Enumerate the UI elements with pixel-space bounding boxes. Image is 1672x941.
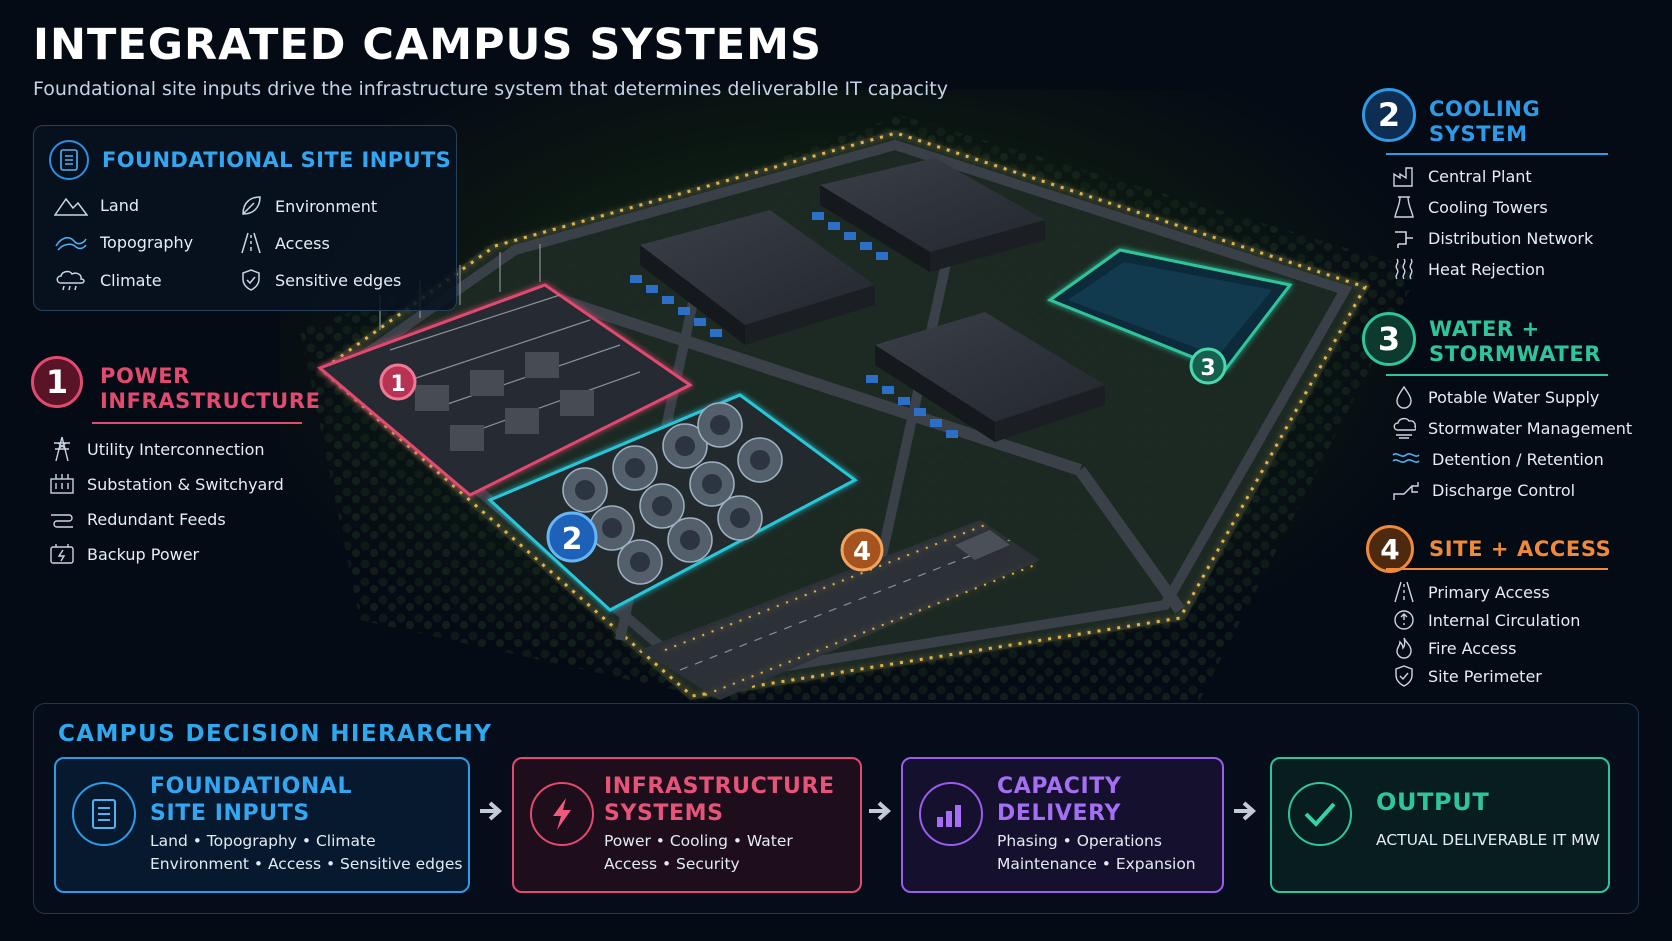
cooling-tower-icon — [1394, 196, 1414, 218]
foundational-inputs-title: FOUNDATIONAL SITE INPUTS — [102, 148, 452, 172]
map-marker-4: 4 — [853, 537, 871, 567]
site-number-badge: 4 — [1366, 525, 1414, 573]
water-item: Detention / Retention — [1392, 447, 1604, 471]
contour-icon — [55, 236, 87, 251]
hierarchy-box-title: CAPACITY DELIVERY — [997, 774, 1122, 826]
checkmark-icon — [1288, 782, 1352, 846]
shield-icon — [242, 269, 260, 291]
arrow-right-icon — [868, 800, 894, 826]
hierarchy-box-line: Maintenance • Expansion — [997, 855, 1196, 873]
power-item: Redundant Feeds — [49, 506, 226, 532]
document-icon — [72, 782, 136, 846]
map-marker-1: 1 — [390, 372, 405, 397]
redundant-feed-icon — [51, 514, 73, 528]
heat-waves-icon — [1395, 258, 1413, 280]
input-item-land: Land — [54, 194, 139, 216]
hierarchy-box-capacity: CAPACITY DELIVERY Phasing • Operations M… — [901, 757, 1224, 893]
page-subtitle: Foundational site inputs drive the infra… — [33, 78, 948, 100]
pipe-network-icon — [1395, 231, 1413, 248]
hierarchy-box-line: Environment • Access • Sensitive edges — [150, 855, 463, 873]
site-item: Primary Access — [1392, 580, 1550, 604]
storm-cloud-icon — [1393, 417, 1416, 439]
fire-icon — [1396, 637, 1412, 659]
site-item: Internal Circulation — [1392, 608, 1580, 632]
shield-icon — [1395, 665, 1413, 687]
input-item-access: Access — [239, 231, 330, 255]
road-icon — [241, 232, 261, 254]
power-item: Backup Power — [49, 541, 199, 567]
site-divider — [1386, 568, 1608, 570]
cloud-rain-icon — [56, 270, 85, 291]
input-item-topography: Topography — [54, 231, 193, 253]
site-item: Site Perimeter — [1392, 664, 1542, 688]
battery-icon — [50, 544, 74, 564]
hierarchy-box-line: Phasing • Operations — [997, 832, 1162, 850]
power-title: POWER INFRASTRUCTURE — [100, 364, 321, 413]
power-number-badge: 1 — [31, 356, 83, 408]
hierarchy-box-title: FOUNDATIONAL SITE INPUTS — [150, 774, 353, 826]
page-title: INTEGRATED CAMPUS SYSTEMS — [33, 20, 822, 70]
water-item: Potable Water Supply — [1392, 385, 1599, 409]
input-item-environment: Environment — [239, 194, 377, 218]
input-label: Land — [100, 195, 140, 215]
input-item-sensitive-edges: Sensitive edges — [239, 268, 401, 292]
site-item: Fire Access — [1392, 636, 1516, 660]
arrow-right-icon — [479, 800, 505, 826]
water-number-badge: 3 — [1362, 312, 1416, 366]
foundational-inputs-panel: FOUNDATIONAL SITE INPUTS Land Topography… — [33, 125, 457, 311]
mountain-icon — [54, 197, 88, 216]
cooling-item: Central Plant — [1392, 164, 1532, 188]
bar-chart-icon — [919, 782, 983, 846]
power-divider — [92, 422, 302, 424]
cooling-divider — [1386, 153, 1608, 155]
map-marker-2: 2 — [562, 522, 583, 557]
plant-icon — [1393, 167, 1413, 187]
cooling-item: Cooling Towers — [1392, 195, 1548, 219]
substation-icon — [50, 474, 74, 494]
water-item: Discharge Control — [1392, 478, 1575, 502]
water-divider — [1386, 374, 1608, 376]
water-item: Stormwater Management — [1392, 416, 1632, 440]
cooling-number-badge: 2 — [1362, 88, 1416, 142]
road-icon — [1394, 581, 1414, 603]
document-icon — [49, 140, 89, 180]
leaf-icon — [242, 196, 261, 215]
hierarchy-box-foundational: FOUNDATIONAL SITE INPUTS Land • Topograp… — [54, 757, 470, 893]
power-item: Utility Interconnection — [49, 436, 265, 462]
input-label: Topography — [100, 232, 194, 252]
cooling-item: Distribution Network — [1392, 226, 1593, 250]
lightning-icon — [530, 782, 594, 846]
water-title: WATER + STORMWATER — [1429, 317, 1602, 366]
water-waves-icon — [1392, 453, 1420, 463]
cooling-item: Heat Rejection — [1392, 257, 1545, 281]
input-label: Access — [275, 233, 330, 253]
hierarchy-box-output: OUTPUT ACTUAL DELIVERABLE IT MW — [1270, 757, 1610, 893]
map-marker-3: 3 — [1200, 356, 1215, 381]
input-label: Environment — [275, 196, 378, 216]
input-label: Sensitive edges — [275, 270, 402, 290]
hierarchy-box-line: ACTUAL DELIVERABLE IT MW — [1376, 831, 1600, 849]
hierarchy-box-title: OUTPUT — [1376, 788, 1490, 816]
hierarchy-box-infrastructure: INFRASTRUCTURE SYSTEMS Power • Cooling •… — [512, 757, 862, 893]
arrow-right-icon — [1233, 800, 1259, 826]
discharge-pipe-icon — [1393, 482, 1419, 500]
hierarchy-box-title: INFRASTRUCTURE SYSTEMS — [604, 774, 835, 826]
input-label: Climate — [100, 270, 162, 290]
hierarchy-box-line: Access • Security — [604, 855, 740, 873]
site-title: SITE + ACCESS — [1429, 537, 1612, 561]
circulation-icon — [1394, 610, 1414, 630]
transmission-tower-icon — [54, 436, 70, 462]
water-drop-icon — [1396, 385, 1412, 409]
hierarchy-title: CAMPUS DECISION HIERARCHY — [58, 721, 493, 747]
power-item: Substation & Switchyard — [49, 471, 284, 497]
hierarchy-box-line: Land • Topography • Climate — [150, 832, 376, 850]
input-item-climate: Climate — [54, 268, 162, 292]
cooling-title: COOLING SYSTEM — [1429, 97, 1541, 146]
hierarchy-box-line: Power • Cooling • Water — [604, 832, 793, 850]
